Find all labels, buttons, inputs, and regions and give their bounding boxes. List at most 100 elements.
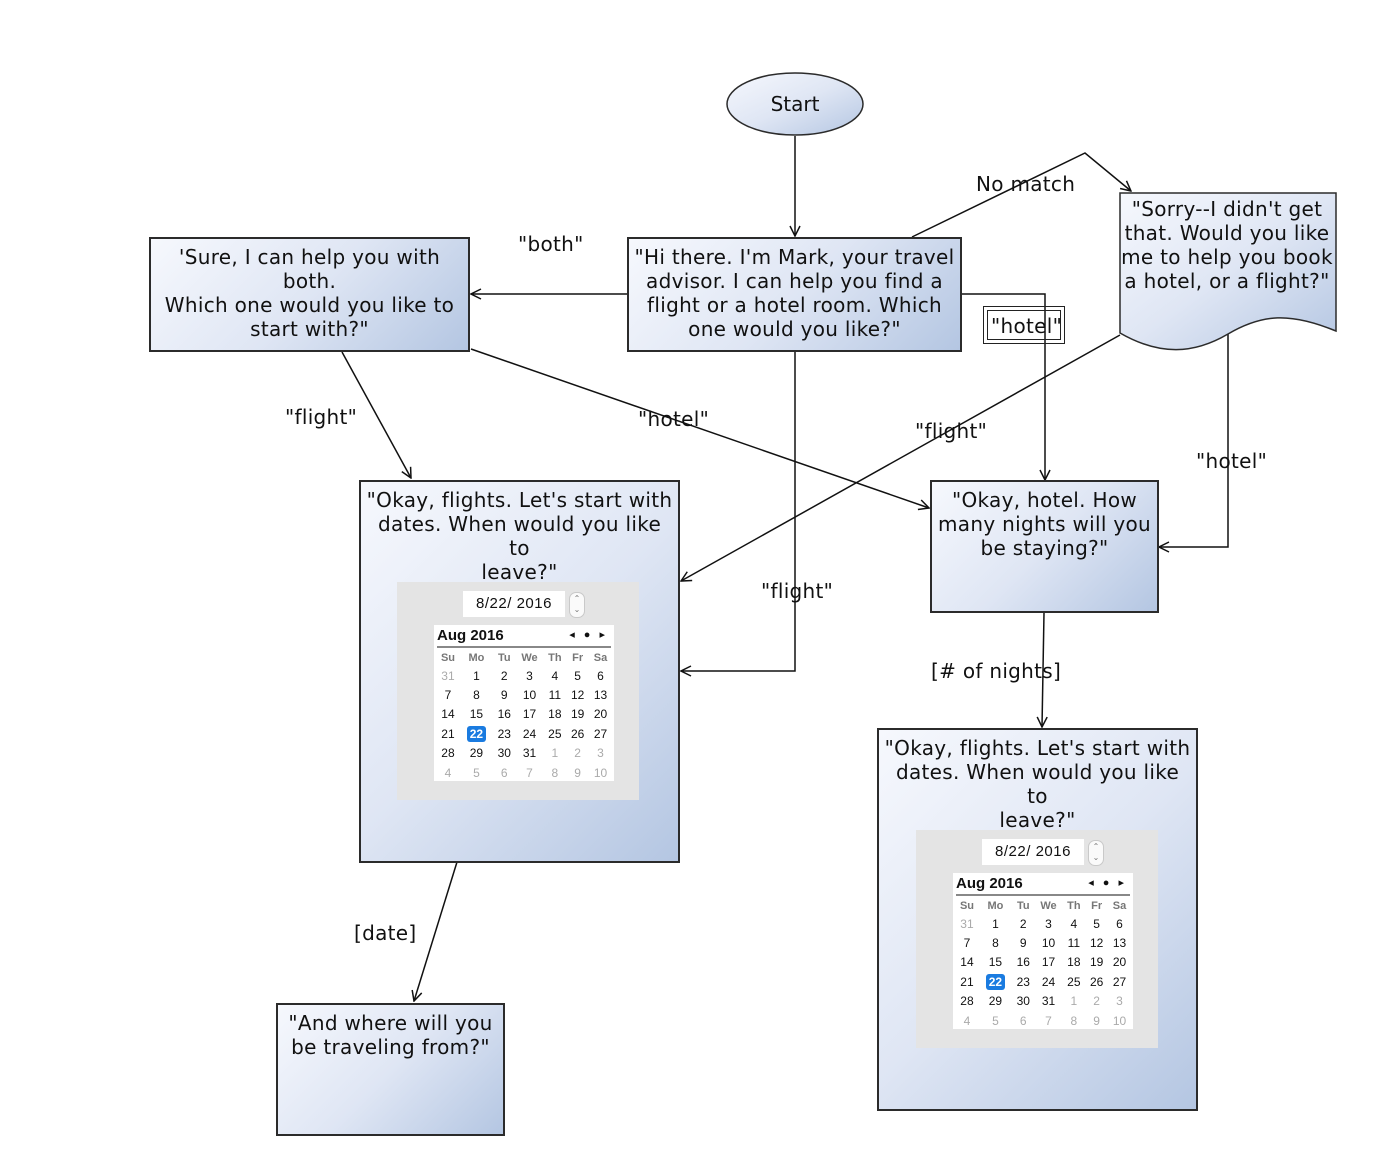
calendar-nav-icon[interactable]: ◂ ● ▸: [569, 629, 608, 641]
calendar-day[interactable]: 9: [500, 688, 508, 703]
calendar-day[interactable]: 2: [500, 668, 508, 683]
calendar-day[interactable]: 6: [1116, 916, 1123, 931]
calendar-day[interactable]: 5: [473, 765, 480, 780]
calendar-day[interactable]: 20: [1112, 955, 1127, 970]
calendar-day[interactable]: 23: [497, 726, 511, 741]
calendar-day[interactable]: 20: [593, 707, 608, 722]
calendar-day[interactable]: 30: [497, 746, 511, 761]
calendar-day[interactable]: 7: [963, 936, 971, 951]
calendar-day[interactable]: 4: [551, 668, 559, 683]
date-stepper[interactable]: ⌃⌄: [1088, 840, 1104, 866]
calendar-day[interactable]: 12: [1089, 936, 1104, 951]
calendar-day[interactable]: 10: [593, 765, 608, 780]
calendar-day[interactable]: 31: [960, 916, 974, 931]
calendar-day-selected[interactable]: 22: [979, 972, 1012, 991]
date-field[interactable]: 8/22/ 2016: [982, 839, 1084, 865]
edge-label-both: "both": [518, 232, 584, 256]
calendar-day[interactable]: 5: [992, 1013, 999, 1028]
calendar-day[interactable]: 26: [570, 726, 585, 741]
date-stepper[interactable]: ⌃⌄: [569, 592, 585, 618]
calendar-day[interactable]: 16: [1016, 955, 1030, 970]
calendar-day[interactable]: 10: [522, 688, 537, 703]
calendar-day[interactable]: 21: [441, 726, 455, 741]
calendar-day[interactable]: 17: [522, 707, 537, 722]
calendar-day[interactable]: 2: [1093, 994, 1100, 1009]
calendar-day[interactable]: 5: [1093, 916, 1100, 931]
greeting-node: "Hi there. I'm Mark, your travel advisor…: [627, 237, 962, 352]
calendar-day[interactable]: 9: [1019, 936, 1027, 951]
calendar-day[interactable]: 13: [1112, 936, 1127, 951]
calendar-day[interactable]: 7: [526, 765, 533, 780]
calendar-day[interactable]: 25: [548, 726, 562, 741]
calendar-day[interactable]: 25: [1067, 974, 1081, 989]
sorry-node-text: "Sorry--I didn't get that. Would you lik…: [1121, 197, 1333, 293]
calendar-day[interactable]: 3: [1045, 916, 1052, 931]
calendar-day[interactable]: 2: [1019, 916, 1027, 931]
calendar-day[interactable]: 17: [1041, 955, 1056, 970]
calendar-day[interactable]: 31: [1041, 994, 1056, 1009]
calendar-day[interactable]: 1: [551, 746, 559, 761]
calendar-day[interactable]: 26: [1089, 974, 1104, 989]
calendar-day[interactable]: 9: [574, 765, 581, 780]
calendar-day[interactable]: 2: [574, 746, 581, 761]
calendar-day[interactable]: 14: [960, 955, 974, 970]
calendar-day[interactable]: 31: [522, 746, 537, 761]
calendar-day[interactable]: 13: [593, 688, 608, 703]
calendar-day[interactable]: 9: [1093, 1013, 1100, 1028]
calendar-day[interactable]: 3: [597, 746, 604, 761]
calendar-day[interactable]: 31: [441, 668, 455, 683]
calendar-day[interactable]: 8: [551, 765, 559, 780]
selected-day-label: 22: [985, 973, 1006, 990]
calendar-day[interactable]: 21: [960, 974, 974, 989]
calendar-day[interactable]: 14: [441, 707, 455, 722]
calendar-day[interactable]: 12: [570, 688, 585, 703]
calendar-day[interactable]: 6: [500, 765, 508, 780]
calendar-day[interactable]: 5: [574, 668, 581, 683]
calendar-day[interactable]: 3: [526, 668, 533, 683]
calendar-day[interactable]: 10: [1112, 1013, 1127, 1028]
calendar-day[interactable]: 23: [1016, 974, 1030, 989]
calendar-day[interactable]: 4: [1070, 916, 1078, 931]
calendar-day[interactable]: 30: [1016, 994, 1030, 1009]
calendar-nav-icon[interactable]: ◂ ● ▸: [1088, 877, 1127, 889]
calendar-day[interactable]: 27: [1112, 974, 1127, 989]
calendar-day[interactable]: 16: [497, 707, 511, 722]
calendar-day[interactable]: 8: [1070, 1013, 1078, 1028]
calendar-day[interactable]: 18: [1067, 955, 1081, 970]
calendar-day[interactable]: 28: [960, 994, 974, 1009]
flights-right-node-text: "Okay, flights. Let's start with dates. …: [884, 736, 1191, 832]
calendar-day[interactable]: 24: [522, 726, 537, 741]
calendar-day[interactable]: 15: [469, 707, 484, 722]
calendar-day[interactable]: 3: [1116, 994, 1123, 1009]
calendar-day[interactable]: 8: [473, 688, 480, 703]
calendar-day[interactable]: 1: [992, 916, 999, 931]
calendar-day[interactable]: 18: [548, 707, 562, 722]
calendar-day[interactable]: 6: [597, 668, 604, 683]
calendar-day[interactable]: 19: [570, 707, 585, 722]
calendar-day[interactable]: 7: [1045, 1013, 1052, 1028]
calendar-day[interactable]: 27: [593, 726, 608, 741]
calendar-day[interactable]: 7: [444, 688, 452, 703]
calendar-day[interactable]: 29: [469, 746, 484, 761]
both-node: 'Sure, I can help you with both. Which o…: [149, 237, 470, 352]
calendar-day[interactable]: 11: [548, 688, 562, 703]
calendar-day[interactable]: 19: [1089, 955, 1104, 970]
calendar-day[interactable]: 1: [473, 668, 480, 683]
calendar-day[interactable]: 1: [1070, 994, 1078, 1009]
calendar-day[interactable]: 24: [1041, 974, 1056, 989]
calendar-day[interactable]: 28: [441, 746, 455, 761]
calendar-day[interactable]: 10: [1041, 936, 1056, 951]
calendar-day-selected[interactable]: 22: [460, 724, 493, 743]
calendar-day[interactable]: 15: [988, 955, 1003, 970]
calendar-day[interactable]: 6: [1019, 1013, 1027, 1028]
calendar-day[interactable]: 4: [444, 765, 452, 780]
calendar-day[interactable]: 29: [988, 994, 1003, 1009]
calendar-day[interactable]: 4: [963, 1013, 971, 1028]
calendar-day[interactable]: 8: [992, 936, 999, 951]
calendar-day[interactable]: 11: [1067, 936, 1081, 951]
hotel-node: "Okay, hotel. How many nights will you b…: [930, 480, 1159, 613]
date-field[interactable]: 8/22/ 2016: [463, 591, 565, 617]
